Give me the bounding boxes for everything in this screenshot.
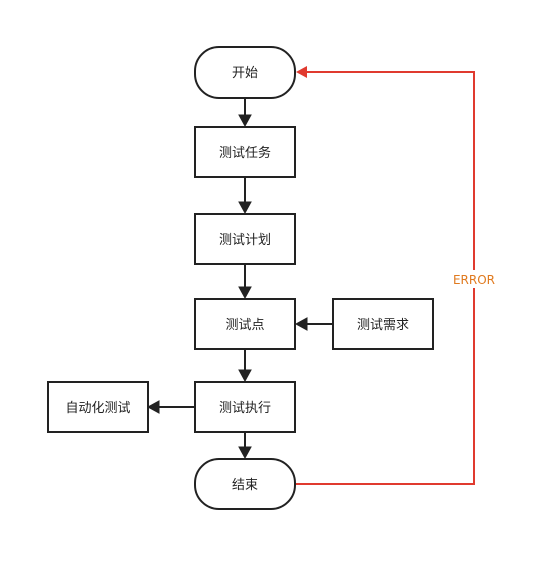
node-test-point-label: 测试点 — [225, 318, 264, 333]
arrowhead-task-to-plan — [238, 201, 252, 215]
arrowhead-requirement-to-point — [294, 317, 308, 331]
node-test-execution-label: 测试执行 — [219, 401, 271, 416]
node-test-requirement-shape — [332, 298, 434, 350]
node-test-plan-shape — [194, 213, 296, 265]
node-test-plan[interactable]: 测试计划 — [194, 213, 296, 265]
node-automated-testing-shape — [47, 381, 149, 433]
node-start[interactable]: 开始 — [194, 46, 296, 99]
error-loop-arrowhead — [296, 66, 307, 78]
node-test-execution-shape — [194, 381, 296, 433]
node-test-requirement-label: 测试需求 — [357, 318, 409, 333]
node-start-label: 开始 — [232, 66, 258, 81]
node-start-shape — [194, 46, 296, 99]
arrowhead-plan-to-point — [238, 286, 252, 300]
node-end-label: 结束 — [232, 478, 258, 493]
node-test-task-label: 测试任务 — [219, 145, 271, 161]
node-test-task-shape — [194, 126, 296, 178]
node-test-task[interactable]: 测试任务 — [194, 126, 296, 178]
nodes: 开始 测试任务 测试计划 测试点 测试需求 测试执行 自动化测试 — [47, 46, 434, 510]
arrowhead-start-to-task — [238, 114, 252, 128]
error-label: ERROR — [453, 273, 495, 287]
node-test-requirement[interactable]: 测试需求 — [332, 298, 434, 350]
arrowhead-point-to-execution — [238, 369, 252, 383]
connectors — [146, 98, 333, 460]
error-loop: ERROR — [295, 66, 498, 485]
node-end-shape — [194, 458, 296, 510]
node-end[interactable]: 结束 — [194, 458, 296, 510]
arrowhead-execution-to-automated — [146, 400, 160, 414]
node-test-point[interactable]: 测试点 — [194, 298, 296, 350]
node-automated-testing[interactable]: 自动化测试 — [47, 381, 149, 433]
node-test-point-shape — [194, 298, 296, 350]
error-loop-line — [295, 71, 475, 485]
node-test-plan-label: 测试计划 — [219, 233, 271, 248]
arrowhead-execution-to-end — [238, 446, 252, 460]
node-test-execution[interactable]: 测试执行 — [194, 381, 296, 433]
error-label-backdrop — [450, 270, 498, 288]
node-automated-testing-label: 自动化测试 — [65, 401, 130, 416]
